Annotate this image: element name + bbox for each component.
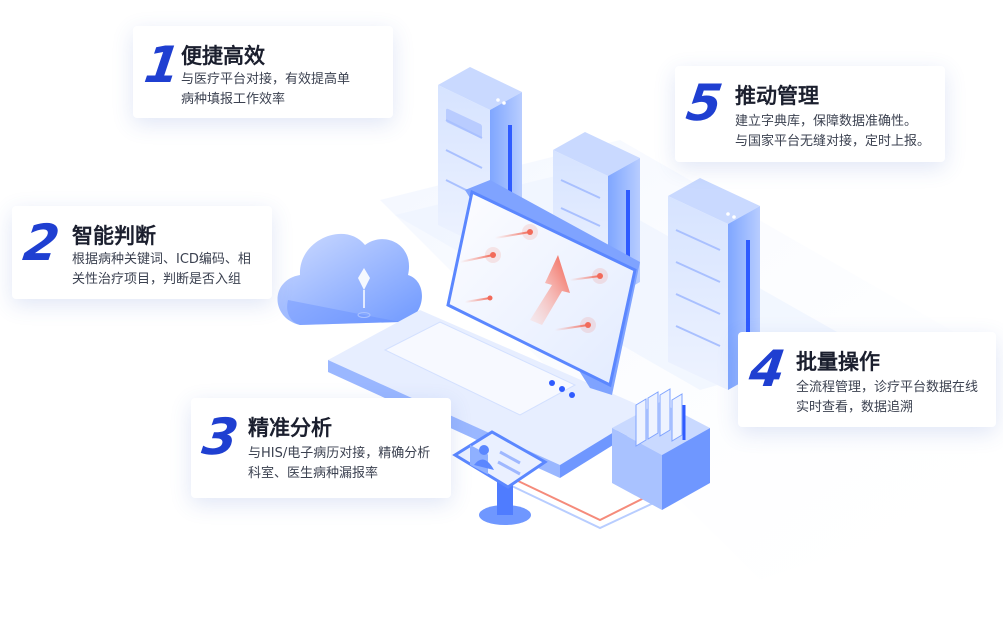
feature-title-1: 便捷高效: [181, 44, 265, 68]
feature-card-3: 3 精准分析 与HIS/电子病历对接，精确分析 科室、医生病种漏报率: [191, 398, 451, 498]
feature-card-2: 2 智能判断 根据病种关键词、ICD编码、相 关性治疗项目，判断是否入组: [12, 206, 272, 299]
feature-number-1: 1: [140, 36, 184, 94]
feature-desc-1: 与医疗平台对接，有效提高单 病种填报工作效率: [181, 72, 351, 107]
feature-number-4: 4: [745, 340, 789, 398]
feature-card-5: 5 推动管理 建立字典库，保障数据准确性。 与国家平台无缝对接，定时上报。: [675, 66, 945, 162]
feature-title-3: 精准分析: [248, 416, 332, 440]
feature-number-2: 2: [19, 214, 63, 272]
feature-number-5: 5: [682, 74, 726, 132]
feature-title-4: 批量操作: [796, 350, 880, 374]
feature-desc-2: 根据病种关键词、ICD编码、相 关性治疗项目，判断是否入组: [72, 252, 251, 287]
feature-desc-3: 与HIS/电子病历对接，精确分析 科室、医生病种漏报率: [248, 446, 431, 481]
feature-card-4: 4 批量操作 全流程管理，诊疗平台数据在线 实时查看，数据追溯: [738, 332, 996, 427]
feature-card-1: 1 便捷高效 与医疗平台对接，有效提高单 病种填报工作效率: [133, 26, 393, 118]
feature-desc-4: 全流程管理，诊疗平台数据在线 实时查看，数据追溯: [796, 380, 979, 415]
feature-number-3: 3: [198, 408, 242, 466]
feature-title-5: 推动管理: [735, 84, 819, 108]
feature-title-2: 智能判断: [72, 224, 156, 248]
feature-desc-5: 建立字典库，保障数据准确性。 与国家平台无缝对接，定时上报。: [735, 114, 931, 149]
